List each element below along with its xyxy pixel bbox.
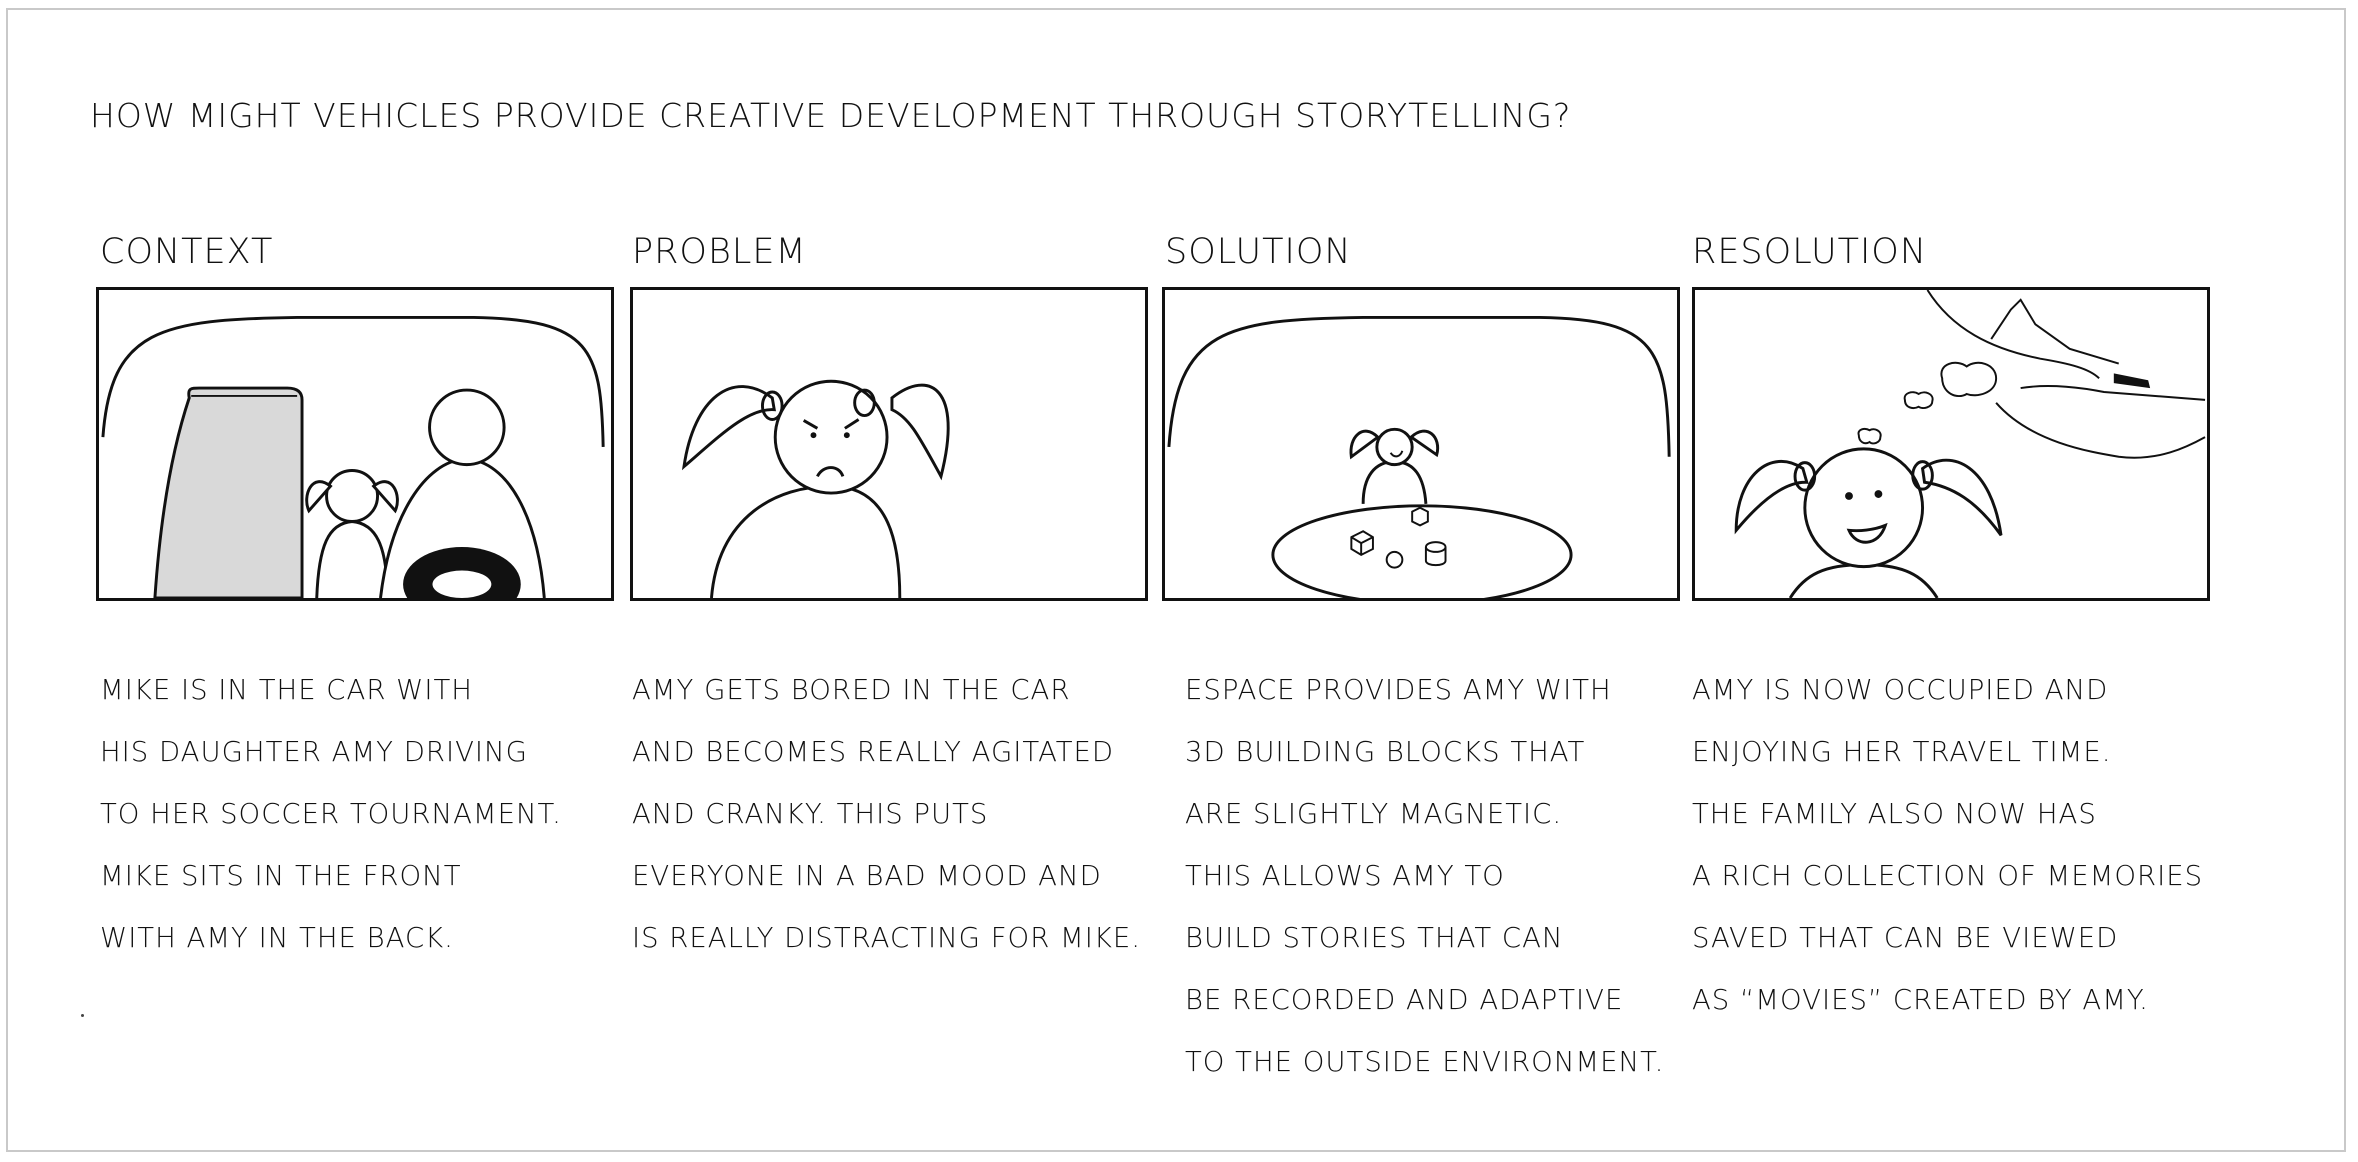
resolution-sketch bbox=[1734, 290, 2206, 598]
caption-line: 3D BUILDING BLOCKS THAT bbox=[1185, 736, 1586, 768]
heading-resolution: RESOLUTION bbox=[1692, 232, 1928, 272]
panel-context bbox=[96, 287, 614, 601]
problem-sketch bbox=[681, 379, 950, 598]
caption-line: AMY IS NOW OCCUPIED AND bbox=[1692, 674, 2109, 706]
caption-line: ENJOYING HER TRAVEL TIME. bbox=[1692, 736, 2112, 768]
storyboard-frame bbox=[6, 8, 2346, 1152]
caption-solution: ESPACE PROVIDES AMY WITH 3D BUILDING BLO… bbox=[1185, 668, 1664, 1102]
caption-line: WITH AMY IN THE BACK. bbox=[100, 922, 454, 954]
caption-resolution: AMY IS NOW OCCUPIED AND ENJOYING HER TRA… bbox=[1692, 668, 2203, 1040]
caption-line: EVERYONE IN A BAD MOOD AND bbox=[632, 860, 1102, 892]
heading-context: CONTEXT bbox=[100, 232, 274, 272]
solution-sketch bbox=[1167, 315, 1671, 598]
caption-line: AS “MOVIES” CREATED BY AMY. bbox=[1692, 984, 2149, 1016]
caption-line: TO THE OUTSIDE ENVIRONMENT. bbox=[1185, 1046, 1665, 1078]
caption-line: AND CRANKY. THIS PUTS bbox=[632, 798, 989, 830]
caption-context: MIKE IS IN THE CAR WITH HIS DAUGHTER AMY… bbox=[100, 668, 562, 978]
caption-problem: AMY GETS BORED IN THE CAR AND BECOMES RE… bbox=[632, 668, 1141, 978]
caption-line: HIS DAUGHTER AMY DRIVING bbox=[100, 736, 528, 768]
caption-line: IS REALLY DISTRACTING FOR MIKE. bbox=[632, 922, 1142, 954]
caption-line: ESPACE PROVIDES AMY WITH bbox=[1185, 674, 1612, 706]
stray-dot bbox=[81, 1014, 84, 1017]
caption-line: TO HER SOCCER TOURNAMENT. bbox=[100, 798, 562, 830]
heading-problem: PROBLEM bbox=[632, 232, 807, 272]
caption-line: AMY GETS BORED IN THE CAR bbox=[632, 674, 1071, 706]
caption-line: A RICH COLLECTION OF MEMORIES bbox=[1692, 860, 2204, 892]
caption-line: THIS ALLOWS AMY TO bbox=[1185, 860, 1505, 892]
caption-line: BE RECORDED AND ADAPTIVE bbox=[1185, 984, 1624, 1016]
caption-line: ARE SLIGHTLY MAGNETIC. bbox=[1185, 798, 1563, 830]
caption-line: BUILD STORIES THAT CAN bbox=[1185, 922, 1564, 954]
caption-line: AND BECOMES REALLY AGITATED bbox=[632, 736, 1115, 768]
caption-line: SAVED THAT CAN BE VIEWED bbox=[1692, 922, 2119, 954]
caption-line: MIKE IS IN THE CAR WITH bbox=[100, 674, 473, 706]
caption-line: THE FAMILY ALSO NOW HAS bbox=[1692, 798, 2097, 830]
heading-solution: SOLUTION bbox=[1165, 232, 1352, 272]
panel-solution bbox=[1162, 287, 1680, 601]
context-sketch bbox=[101, 315, 605, 598]
panel-problem bbox=[630, 287, 1148, 601]
caption-line: MIKE SITS IN THE FRONT bbox=[100, 860, 462, 892]
storyboard-title: HOW MIGHT VEHICLES PROVIDE CREATIVE DEVE… bbox=[90, 96, 1572, 135]
panel-resolution bbox=[1692, 287, 2210, 601]
